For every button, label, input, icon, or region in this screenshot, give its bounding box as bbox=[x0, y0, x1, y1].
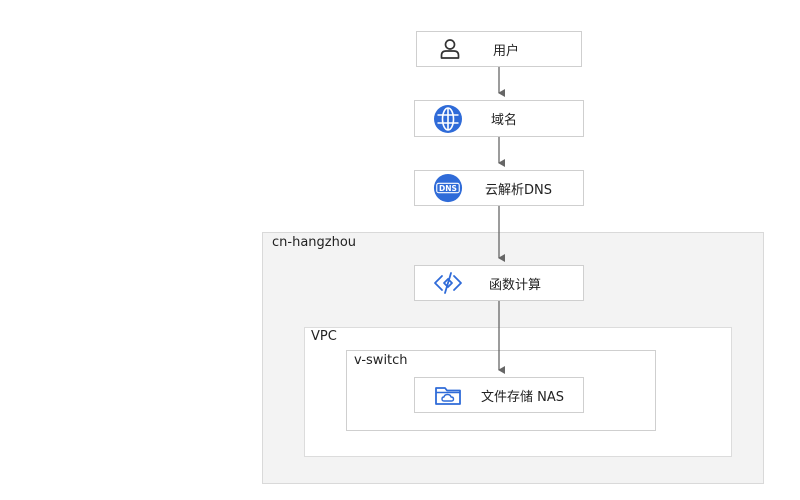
node-domain-label: 域名 bbox=[491, 113, 518, 128]
node-nas-label: 文件存储 NAS bbox=[481, 389, 565, 405]
node-function-compute-label: 函数计算 bbox=[489, 277, 542, 293]
function-compute-icon bbox=[433, 268, 463, 298]
node-user: 用户 bbox=[416, 31, 582, 67]
node-nas: 文件存储 NAS bbox=[414, 377, 584, 413]
node-dns: DNS 云解析DNS bbox=[414, 170, 584, 206]
node-function-compute: 函数计算 bbox=[414, 265, 584, 301]
node-domain: 域名 bbox=[414, 100, 584, 137]
globe-icon bbox=[433, 104, 463, 134]
node-dns-label: 云解析DNS bbox=[485, 182, 552, 198]
region-vpc-label: VPC bbox=[311, 329, 337, 344]
nas-folder-icon bbox=[433, 380, 463, 410]
node-user-label: 用户 bbox=[493, 43, 520, 59]
region-v-switch-label: v-switch bbox=[354, 353, 408, 368]
dns-icon: DNS bbox=[433, 173, 463, 203]
svg-text:DNS: DNS bbox=[439, 184, 457, 193]
user-icon bbox=[435, 34, 465, 64]
region-cn-hangzhou-label: cn-hangzhou bbox=[272, 235, 357, 250]
